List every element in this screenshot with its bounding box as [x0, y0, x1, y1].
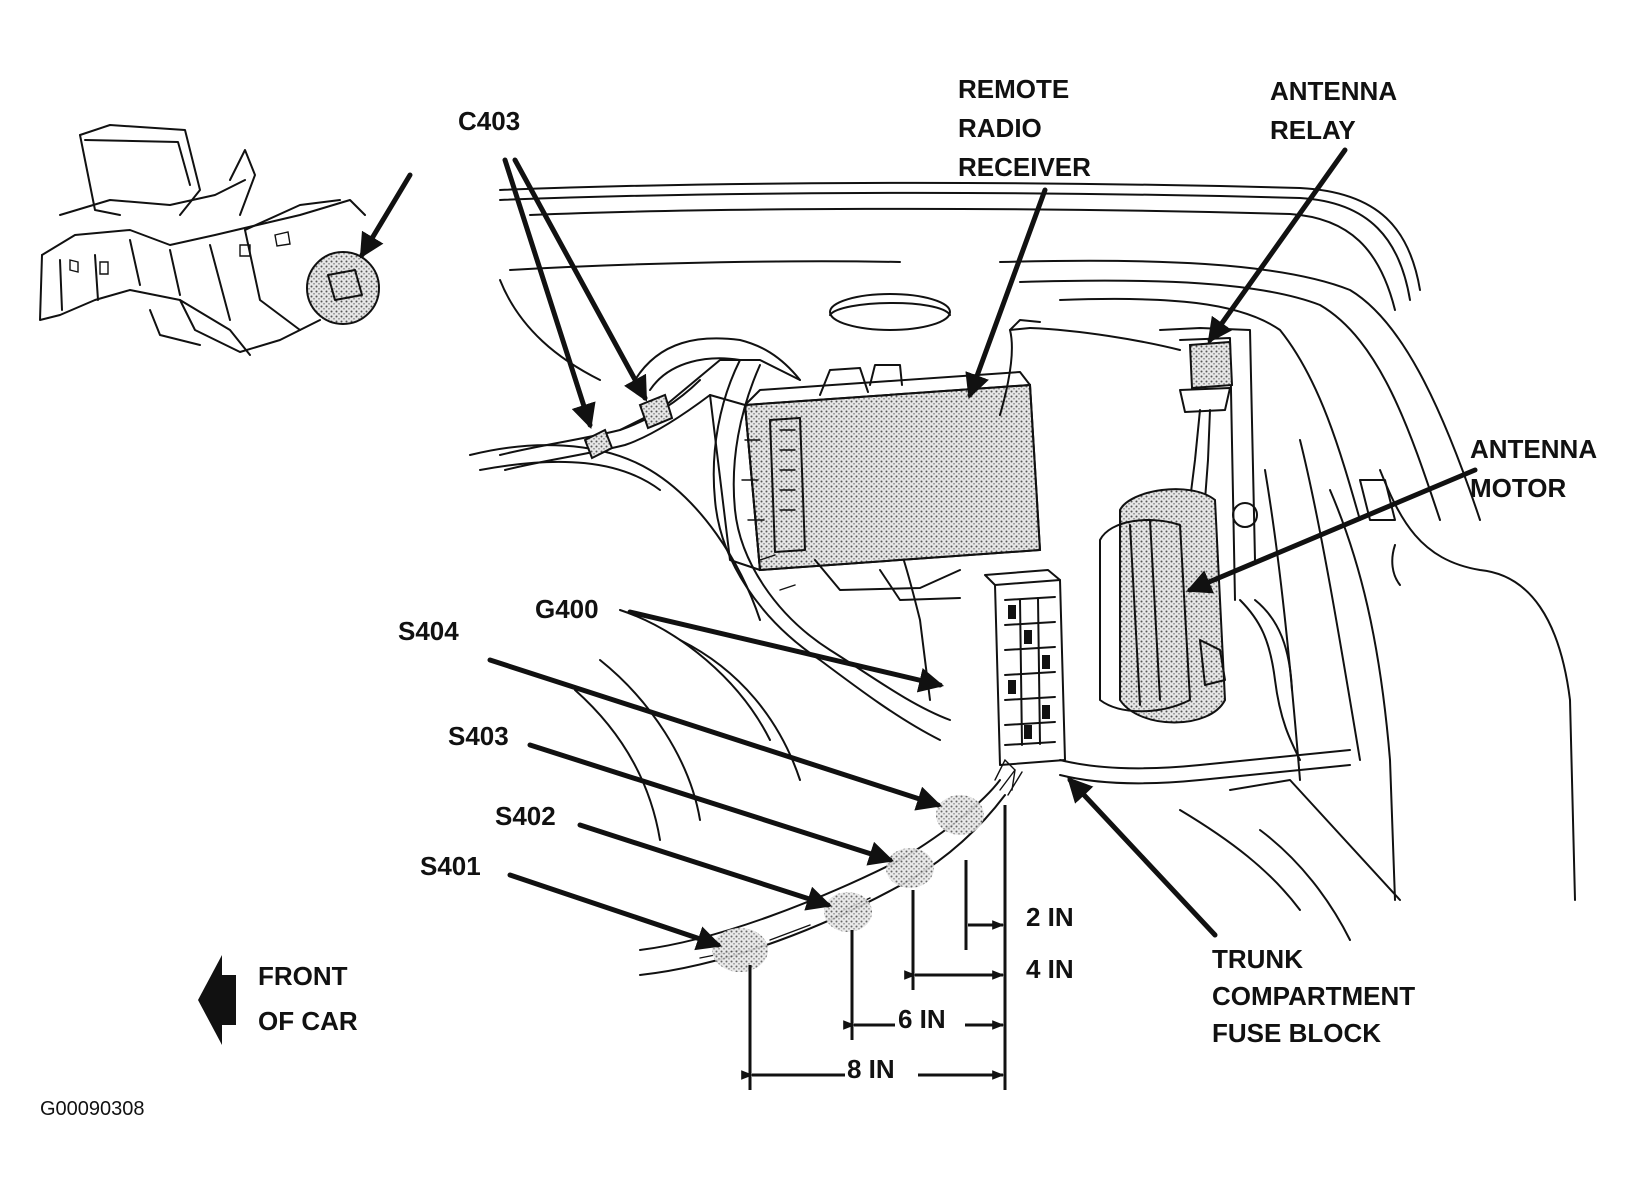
splice-s404-marker [936, 795, 984, 835]
label-remote-radio-receiver-3: RECEIVER [958, 152, 1091, 182]
leader-c403-a [502, 157, 596, 429]
antenna-assembly [1099, 327, 1301, 761]
label-s403: S403 [448, 721, 509, 751]
dimension-lines [741, 805, 1007, 1090]
leader-antenna-motor [1186, 467, 1478, 594]
label-dimension-8in: 8 IN [847, 1054, 895, 1084]
inset-magnifier-circle [306, 251, 380, 325]
front-of-car-arrow-icon [198, 955, 222, 1045]
figure-code: G00090308 [40, 1098, 145, 1120]
label-s402: S402 [495, 801, 556, 831]
leader-c403-b [512, 157, 648, 402]
leader-antenna-relay [1207, 147, 1348, 344]
label-s404: S404 [398, 616, 459, 646]
label-s401: S401 [420, 851, 481, 881]
car-inset-illustration [39, 124, 413, 356]
splice-s402-marker [824, 892, 872, 932]
splice-s403-marker [886, 848, 934, 888]
leader-s403 [527, 742, 894, 866]
trunk-body-outline [469, 181, 1576, 941]
label-dimension-2in: 2 IN [1026, 902, 1074, 932]
label-dimension-4in: 4 IN [1026, 954, 1074, 984]
label-antenna-motor-2: MOTOR [1470, 473, 1567, 503]
leader-s401 [507, 872, 722, 951]
leader-arrows [487, 147, 1478, 951]
label-c403: C403 [458, 106, 520, 136]
remote-radio-receiver [709, 364, 1042, 601]
label-trunk-fuse-block-3: FUSE BLOCK [1212, 1018, 1381, 1048]
label-trunk-fuse-block-1: TRUNK [1212, 944, 1303, 974]
splice-s401-marker [712, 928, 768, 972]
leader-radio-receiver [965, 187, 1048, 399]
label-remote-radio-receiver-2: RADIO [958, 113, 1042, 143]
label-antenna-motor-1: ANTENNA [1470, 434, 1597, 464]
leader-g400 [627, 609, 945, 693]
label-front-of-car-1: FRONT [258, 961, 348, 991]
inset-arrow [359, 172, 413, 259]
leader-s404 [487, 657, 942, 811]
leader-s402 [577, 822, 832, 911]
label-antenna-relay-1: ANTENNA [1270, 76, 1397, 106]
label-front-of-car-2: OF CAR [258, 1006, 358, 1036]
c403-wiring [499, 319, 1181, 741]
label-g400: G400 [535, 594, 599, 624]
label-trunk-fuse-block-2: COMPARTMENT [1212, 981, 1415, 1011]
label-remote-radio-receiver-1: REMOTE [958, 74, 1069, 104]
label-antenna-relay-2: RELAY [1270, 115, 1356, 145]
leader-fuse-block [1067, 776, 1218, 938]
label-dimension-6in: 6 IN [898, 1004, 946, 1034]
front-of-car-arrow-shaft [222, 975, 236, 1025]
